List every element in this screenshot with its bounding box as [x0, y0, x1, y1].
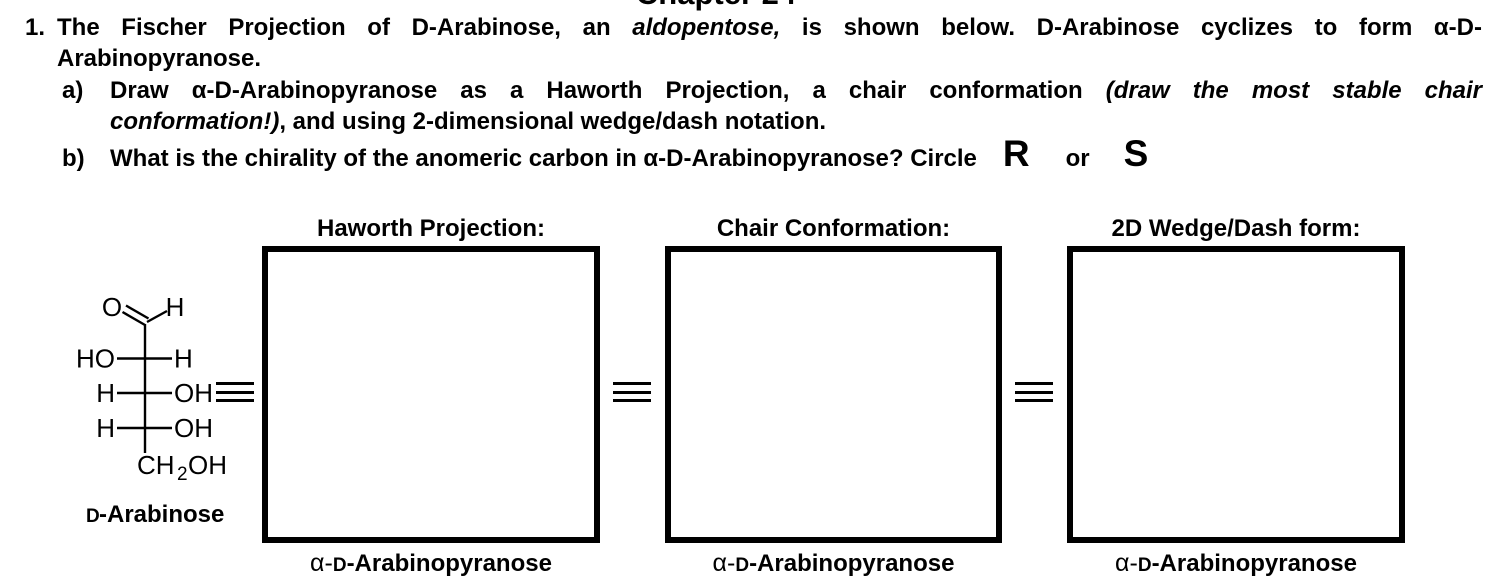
atom-label-h-aldehyde: H [166, 292, 185, 322]
fischer-projection-diagram: O H HO H H OH H OH CH 2 OH D -Arabinose [76, 292, 227, 528]
c1-o-double-bond-line-1 [121, 310, 146, 327]
chirality-option-r[interactable]: R [1002, 133, 1030, 174]
answer-box-chair[interactable] [665, 246, 1002, 543]
answer-box-wedge-dash[interactable] [1067, 246, 1405, 543]
molecule-name-rest: -Arabinose [99, 501, 224, 528]
panel-caption-haworth: α-D-Arabinopyranose [310, 549, 552, 577]
atom-label-oh-c5: OH [188, 450, 227, 480]
equivalence-icon [216, 382, 254, 402]
answer-box-haworth[interactable] [262, 246, 600, 543]
question-1b-text: What is the chirality of the anomeric ca… [110, 145, 977, 172]
atom-label-oh-c3: OH [174, 378, 213, 408]
atom-label-o: O [102, 292, 122, 322]
question-1a-line2-post: , and using 2-dimensional wedge/dash not… [279, 108, 827, 135]
equivalence-icon [613, 382, 651, 402]
question-1a-line-2: conformation!), and using 2-dimensional … [62, 106, 1482, 137]
question-1-text-post: is shown below. D-Arabinose cyclizes to … [780, 14, 1483, 41]
atom-label-oh-c4: OH [174, 413, 213, 443]
question-1a-line-1: a) Draw α-D-Arabinopyranose as a Haworth … [62, 75, 1482, 106]
question-1a: a) Draw α-D-Arabinopyranose as a Haworth … [62, 75, 1482, 137]
atom-label-sub2: 2 [177, 464, 188, 485]
atom-label-h-c4: H [96, 413, 115, 443]
atom-label-h-c3: H [96, 378, 115, 408]
question-1a-text-italic: (draw the most stable chair [1105, 77, 1483, 104]
question-1a-line2-italic: conformation!) [110, 108, 280, 135]
question-1-line-2: Arabinopyranose. [57, 45, 262, 72]
item-marker-1: 1. [25, 14, 46, 41]
molecule-name-d: D [86, 506, 100, 527]
panel-caption-wedge-dash: α-D-Arabinopyranose [1115, 549, 1357, 577]
question-1b: b) What is the chirality of the anomeric … [62, 133, 1482, 180]
c1-h-bond-line [146, 309, 168, 324]
panel-caption-chair: α-D-Arabinopyranose [712, 549, 955, 577]
item-marker-b: b) [62, 145, 85, 172]
question-1b-line: b) What is the chirality of the anomeric … [62, 133, 1482, 180]
question-1a-text-pre: Draw α-D-Arabinopyranose as a Haworth Pr… [110, 77, 1106, 104]
atom-label-ch: CH [137, 450, 175, 480]
atom-label-ho-c2: HO [76, 344, 115, 374]
question-1-text-italic: aldopentose, [632, 14, 781, 41]
panel-title-haworth: Haworth Projection: [316, 215, 545, 242]
or-label: or [1065, 145, 1090, 172]
question-1: 1. The Fischer Projection of D-Arabinose,… [25, 12, 1482, 74]
item-marker-a: a) [62, 77, 84, 104]
panel-title-chair: Chair Conformation: [716, 215, 951, 242]
panel-title-wedge-dash: 2D Wedge/Dash form: [1111, 215, 1361, 242]
question-1-text-pre: The Fischer Projection of D-Arabinose, a… [57, 14, 633, 41]
atom-label-h-c2: H [174, 344, 193, 374]
chirality-option-s[interactable]: S [1123, 133, 1149, 174]
question-1-line-1: 1. The Fischer Projection of D-Arabinose,… [25, 12, 1482, 43]
page-header-clipped: Chapter 24 [0, 0, 1432, 12]
c1-o-double-bond-line-2 [125, 304, 150, 320]
equivalence-icon [1015, 382, 1053, 402]
